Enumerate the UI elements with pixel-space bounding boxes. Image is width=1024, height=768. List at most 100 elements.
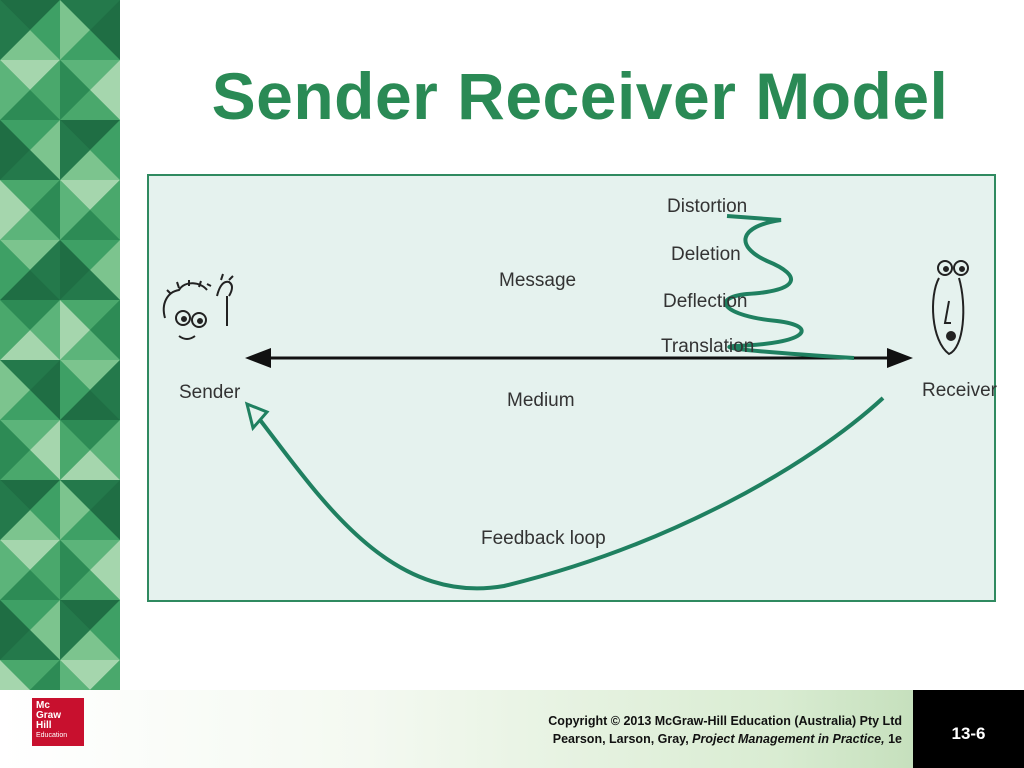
decorative-triangle: [90, 180, 120, 240]
triangle-pattern: [0, 0, 120, 690]
decorative-triangle: [60, 540, 120, 570]
decorative-triangle: [60, 180, 120, 210]
decorative-triangle: [0, 510, 60, 540]
decorative-triangle: [0, 660, 30, 690]
decorative-triangle: [30, 480, 60, 540]
decorative-triangle: [0, 360, 30, 420]
logo-line-graw: Graw: [36, 710, 62, 721]
decorative-triangle: [60, 90, 120, 120]
decorative-triangle: [0, 60, 60, 90]
decorative-triangle: [0, 30, 60, 60]
feedback-loop-curve: [255, 396, 885, 591]
decorative-triangle: [0, 0, 60, 30]
logo-line-hill: Hill: [36, 720, 52, 731]
noise-label-translation: Translation: [661, 336, 754, 357]
decorative-triangle: [0, 450, 60, 480]
decorative-triangle: [90, 360, 120, 420]
decorative-triangle: [0, 240, 30, 300]
noise-label-distortion: Distortion: [667, 196, 747, 217]
decorative-triangle: [60, 660, 120, 690]
decorative-triangle: [0, 630, 60, 660]
decorative-triangle: [60, 510, 120, 540]
decorative-triangle: [60, 480, 120, 510]
decorative-triangle: [60, 240, 90, 300]
citation-line: Pearson, Larson, Gray, Project Managemen…: [548, 730, 902, 748]
decorative-triangle: [60, 600, 90, 660]
decorative-triangle: [90, 600, 120, 660]
message-label: Message: [499, 270, 576, 291]
decorative-triangle: [0, 300, 60, 330]
decorative-triangle: [0, 540, 60, 570]
decorative-triangle: [60, 60, 120, 90]
slide-title: Sender Receiver Model: [211, 59, 949, 133]
decorative-triangle: [0, 660, 60, 690]
decorative-triangle: [30, 540, 60, 600]
decorative-triangle: [30, 60, 60, 120]
mcgraw-hill-logo: Mc Graw Hill Education: [32, 698, 84, 746]
sender-figure: [162, 273, 234, 340]
medium-label: Medium: [507, 390, 575, 411]
decorative-triangle: [0, 570, 60, 600]
decorative-triangle: [0, 420, 60, 450]
decorative-triangle: [60, 630, 120, 660]
decorative-triangle: [0, 480, 60, 510]
decorative-triangle: [90, 420, 120, 480]
footer-band: [0, 690, 913, 768]
decorative-triangle: [60, 450, 120, 480]
decorative-triangle: [0, 180, 30, 240]
copyright-notice: Copyright © 2013 McGraw-Hill Education (…: [548, 712, 902, 748]
decorative-triangle: [0, 360, 60, 390]
noise-label-deletion: Deletion: [671, 244, 741, 265]
decorative-triangle: [60, 120, 120, 150]
sender-receiver-diagram: Sender Receiver Message Medium Feedback …: [147, 174, 998, 602]
citation-authors: Pearson, Larson, Gray,: [552, 732, 689, 746]
decorative-triangle: [30, 600, 60, 660]
decorative-triangle: [60, 540, 90, 600]
decorative-triangle: [30, 420, 60, 480]
decorative-triangle: [60, 180, 90, 240]
decorative-triangle: [60, 150, 120, 180]
decorative-triangle: [90, 60, 120, 120]
logo-line-mc: Mc: [36, 700, 50, 711]
slide-number-box: 13-6: [913, 690, 1024, 768]
decorative-triangle: [60, 270, 120, 300]
logo-line-education: Education: [36, 732, 68, 739]
decorative-triangle: [30, 660, 60, 690]
decorative-triangle: [0, 90, 60, 120]
decorative-triangle: [30, 120, 60, 180]
decorative-triangle: [30, 300, 60, 360]
decorative-triangle: [90, 240, 120, 300]
decorative-triangle: [0, 240, 60, 270]
decorative-triangle: [0, 330, 60, 360]
decorative-triangle: [0, 150, 60, 180]
decorative-triangle: [60, 30, 120, 60]
decorative-triangle: [60, 300, 90, 360]
decorative-triangle: [60, 420, 120, 450]
decorative-triangle: [60, 60, 90, 120]
decorative-triangle: [60, 600, 120, 630]
decorative-triangle: [60, 330, 120, 360]
decorative-triangle: [90, 120, 120, 180]
decorative-triangle: [30, 360, 60, 420]
feedback-loop-label: Feedback loop: [481, 528, 606, 549]
decorative-triangle: [30, 240, 60, 300]
decorative-triangle: [0, 120, 30, 180]
decorative-triangle: [90, 480, 120, 540]
decorative-triangle: [90, 540, 120, 600]
decorative-triangle: [0, 300, 30, 360]
decorative-triangle: [0, 420, 30, 480]
decorative-triangle: [60, 360, 90, 420]
noise-label-deflection: Deflection: [663, 291, 748, 312]
decorative-triangle: [60, 0, 120, 30]
decorative-triangle: [60, 120, 90, 180]
copyright-line: Copyright © 2013 McGraw-Hill Education (…: [548, 714, 902, 728]
decorative-triangle: [60, 660, 90, 690]
decorative-triangle: [0, 390, 60, 420]
decorative-triangle: [30, 0, 60, 60]
arrow-head-left: [245, 348, 271, 368]
decorative-triangle: [60, 390, 120, 420]
decorative-triangle: [0, 120, 60, 150]
decorative-triangle: [60, 0, 90, 60]
decorative-triangle: [90, 0, 120, 60]
decorative-triangle: [0, 210, 60, 240]
